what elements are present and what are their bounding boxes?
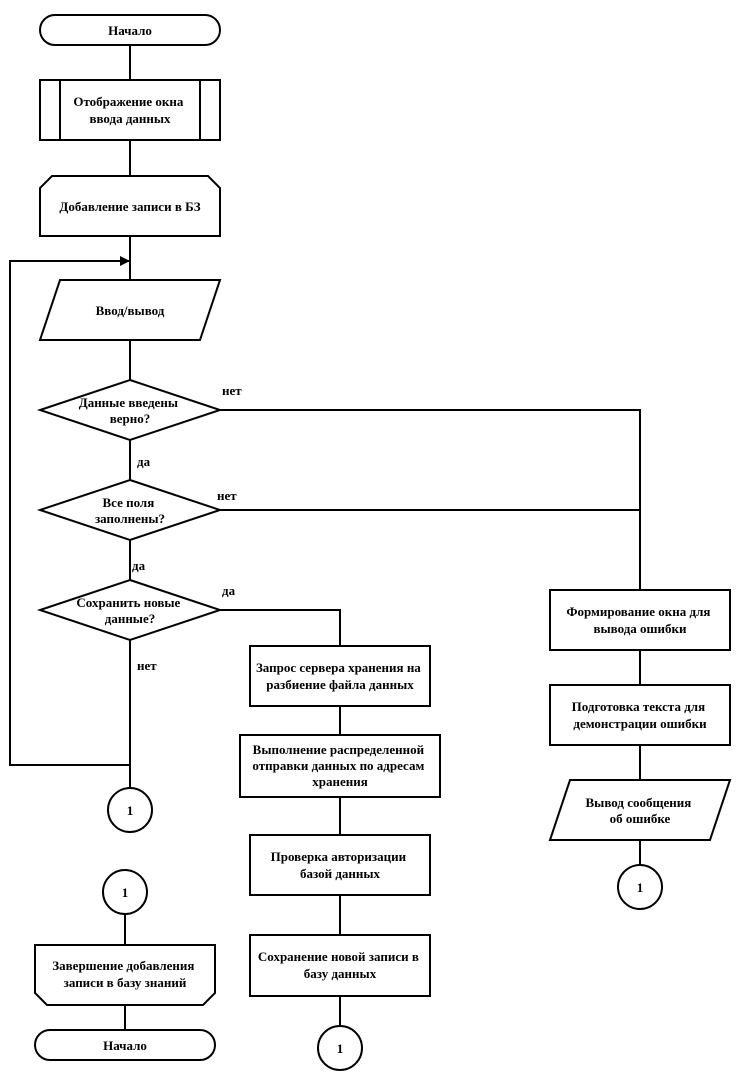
label-no-save: нет [137,658,157,673]
label-no-filled: нет [217,488,237,503]
finish-add-loop-end: Завершение добавления записи в базу знан… [34,944,216,1006]
decision-save-data-label: Сохранить новые данные? [76,595,183,626]
display-window-process: Отображение окна ввода данных [39,79,221,141]
connector-1-bottom: 1 [102,869,148,915]
save-record-process: Сохранение новой записи в базу данных [249,934,431,997]
display-window-label: Отображение окна ввода данных [73,94,186,126]
error-output-label: Вывод сообщения об ошибке [586,795,695,826]
error-text-process: Подготовка текста для демонстрации ошибк… [549,684,731,746]
auth-check-process: Проверка авторизации базой данных [249,834,431,896]
connector-1-right-label: 1 [637,880,644,895]
request-server-process: Запрос сервера хранения на разбиение фай… [249,645,431,707]
auth-check-label: Проверка авторизации базой данных [271,849,410,881]
connector-1-middle: 1 [317,1025,363,1071]
start-label: Начало [108,23,152,38]
label-no-correct: нет [222,383,242,398]
label-yes-filled: да [132,558,146,573]
connector-1-left: 1 [107,787,153,833]
connector-1-left-label: 1 [127,803,134,818]
request-server-label: Запрос сервера хранения на разбиение фай… [256,660,424,692]
io-parallelogram: Ввод/вывод [38,279,222,341]
distributed-send-label: Выполнение распределенной отправки данны… [252,742,427,789]
connector-1-right: 1 [617,864,663,910]
add-record-label: Добавление записи в БЗ [59,199,200,214]
end-label: Начало [103,1038,147,1053]
finish-add-label: Завершение добавления записи в базу знан… [52,958,197,990]
label-yes-correct: да [137,454,151,469]
connector-lines [9,45,641,1030]
distributed-send-process: Выполнение распределенной отправки данны… [239,734,441,798]
add-record-loop-start: Добавление записи в БЗ [39,175,221,237]
label-yes-save: да [222,583,236,598]
connector-1-bottom-label: 1 [122,885,129,900]
error-window-process: Формирование окна для вывода ошибки [549,589,731,651]
decision-fields-filled: Все поля заполнены? [36,478,224,542]
decision-fields-filled-label: Все поля заполнены? [95,495,165,526]
start-terminator: Начало [39,14,221,46]
decision-save-data: Сохранить новые данные? [36,578,224,642]
save-record-label: Сохранение новой записи в базу данных [258,949,422,981]
end-terminator: Начало [34,1029,216,1061]
io-label: Ввод/вывод [96,303,165,318]
error-output-parallelogram: Вывод сообщения об ошибке [548,779,732,841]
connector-1-middle-label: 1 [337,1041,344,1056]
error-window-label: Формирование окна для вывода ошибки [566,604,713,636]
decision-data-correct: Данные введены верно? [36,378,224,442]
decision-data-correct-label: Данные введены верно? [79,395,181,426]
error-text-label: Подготовка текста для демонстрации ошибк… [572,699,709,731]
